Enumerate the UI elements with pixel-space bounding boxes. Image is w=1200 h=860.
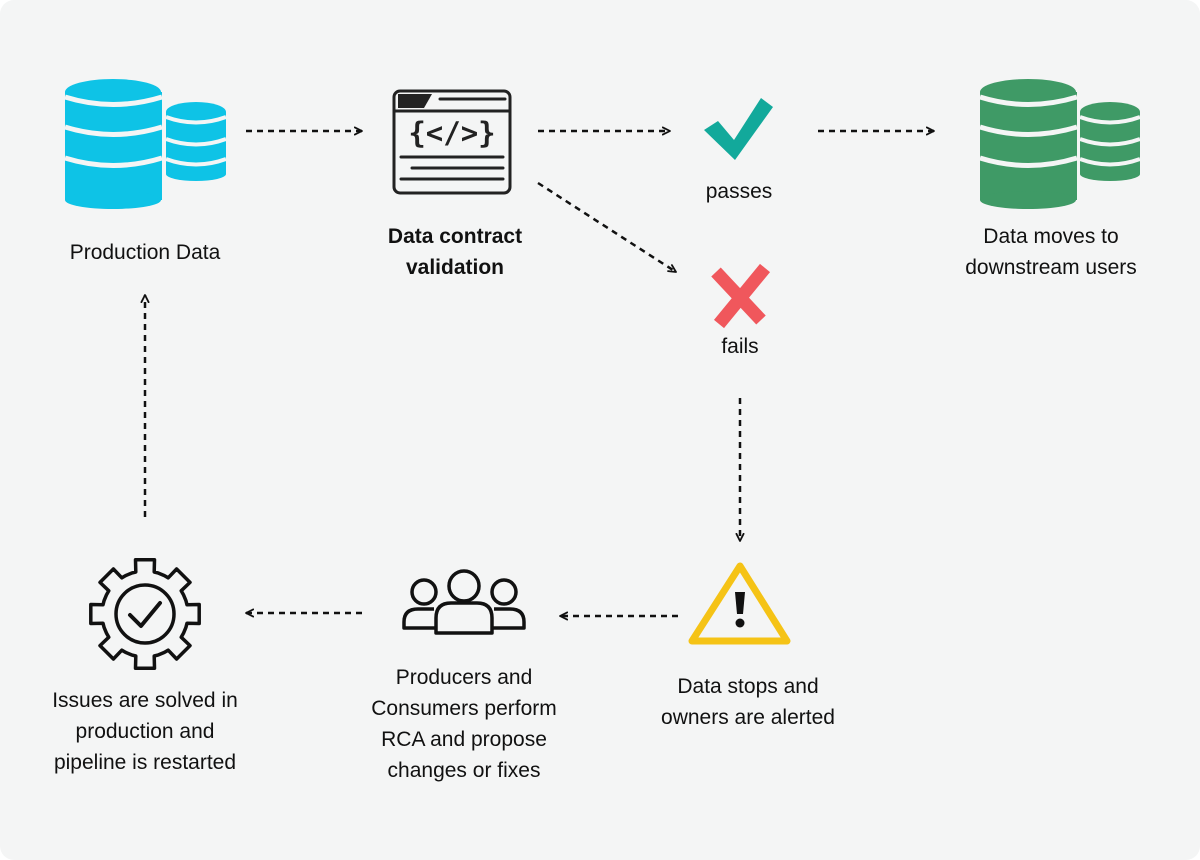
restart-label-line-1: Issues are solved in	[52, 689, 238, 712]
x-mark-icon	[711, 263, 771, 329]
restart-label-line-2: production and	[75, 720, 215, 743]
code-window-icon: {</>}	[392, 89, 512, 195]
arrow-validation-to-fails	[537, 181, 677, 274]
production-label-line-1: Production Data	[69, 241, 221, 264]
svg-text:{</>}: {</>}	[408, 116, 495, 150]
alert-label: Data stops and owners are alerted	[661, 671, 835, 733]
gear-outline	[89, 558, 201, 670]
production-data-label: Production Data	[70, 237, 221, 268]
checkmark-icon	[704, 98, 773, 160]
rca-label-line-4: changes or fixes	[387, 759, 541, 782]
downstream-database-icon	[979, 79, 1141, 209]
validation-label-line-2: validation	[405, 256, 505, 279]
alert-label-line-2: owners are alerted	[661, 706, 835, 729]
downstream-label-line-2: downstream users	[965, 256, 1137, 279]
rca-label-line-2: Consumers perform	[371, 697, 557, 720]
fails-label-line-1: fails	[721, 335, 759, 358]
warning-icon	[688, 562, 791, 645]
downstream-label: Data moves to downstream users	[965, 221, 1137, 283]
validation-label-line-1: Data contract	[387, 225, 523, 248]
restart-label: Issues are solved in production and pipe…	[52, 685, 238, 778]
passes-label-line-1: passes	[705, 180, 773, 203]
fails-label: fails	[721, 331, 758, 362]
production-database-icon	[64, 79, 227, 209]
passes-label: passes	[706, 176, 773, 207]
validation-label: Data contract validation	[388, 221, 522, 283]
alert-label-line-1: Data stops and	[677, 675, 819, 698]
users-group-icon	[402, 569, 526, 635]
downstream-label-line-1: Data moves to	[983, 225, 1119, 248]
rca-label: Producers and Consumers perform RCA and …	[371, 662, 557, 786]
rca-label-line-3: RCA and propose	[381, 728, 547, 751]
gear-check-icon	[89, 558, 201, 670]
restart-label-line-3: pipeline is restarted	[53, 751, 237, 774]
rca-label-line-1: Producers and	[395, 666, 533, 689]
